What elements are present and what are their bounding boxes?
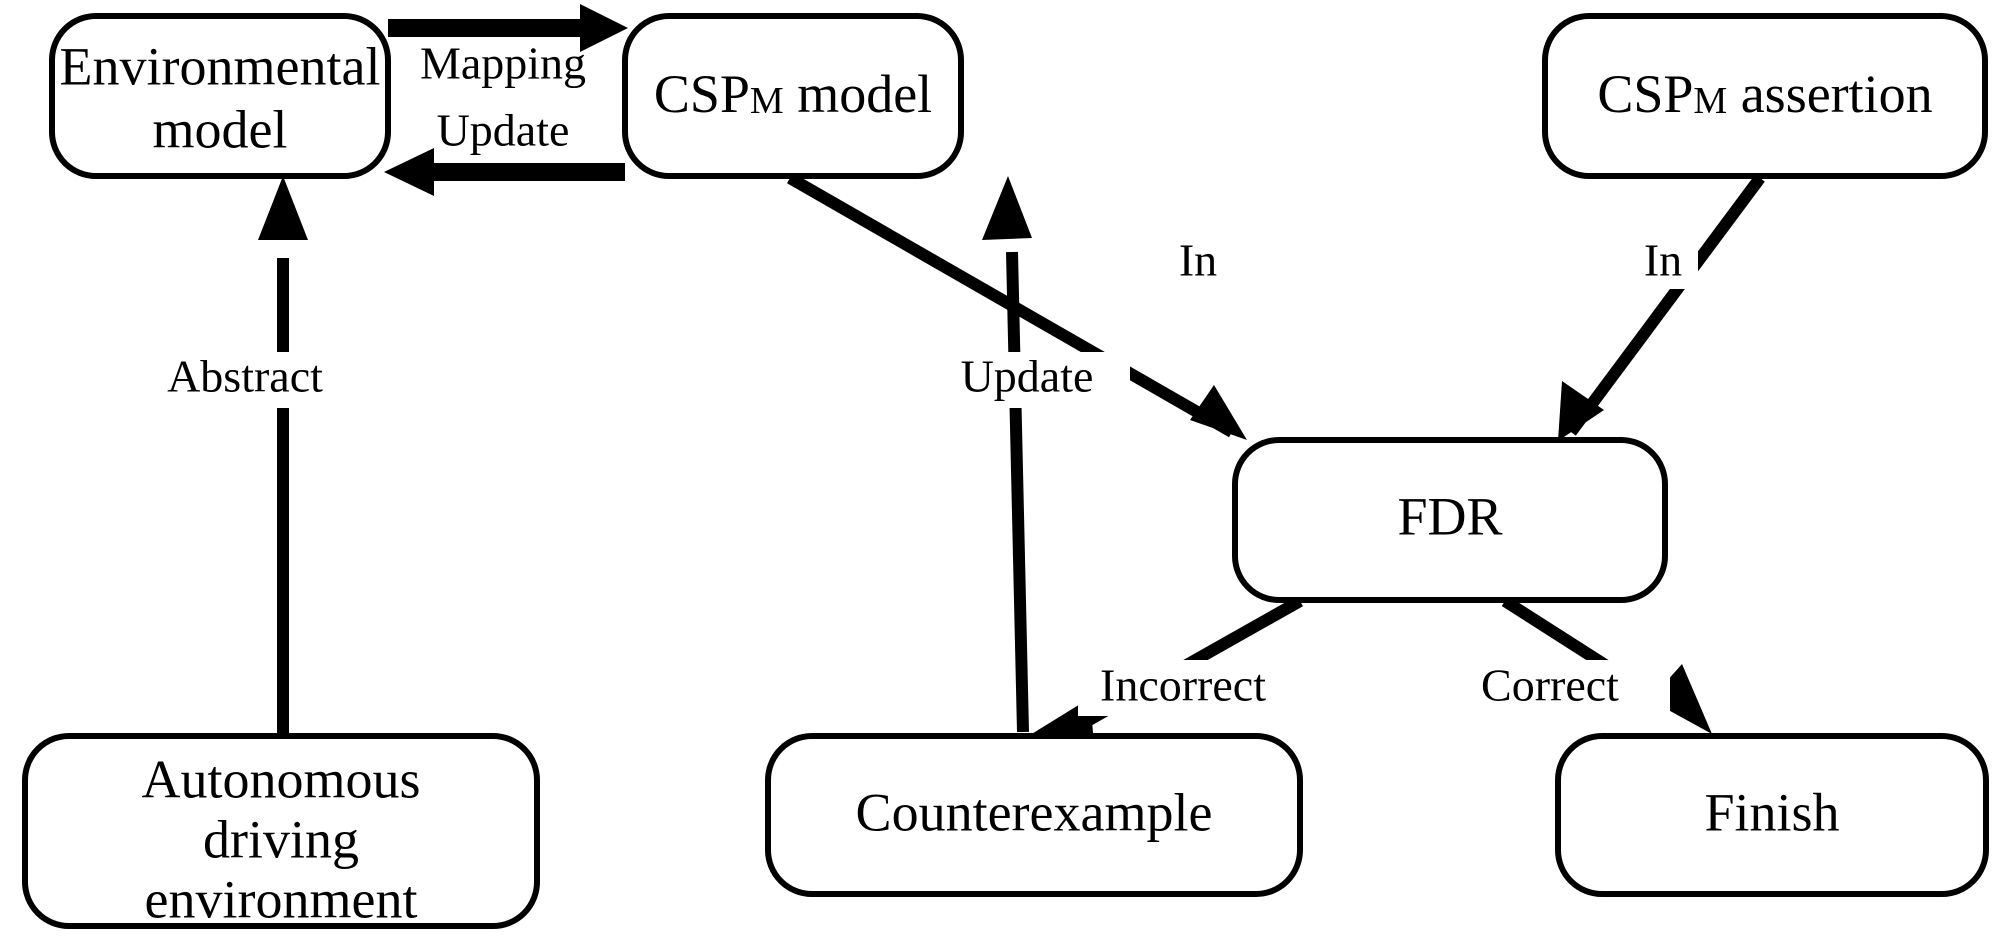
node-cspm-model-label-suffix: model — [784, 64, 932, 124]
node-cspm-assertion-label: CSPM assertion — [1597, 64, 1932, 124]
node-environmental-model-label-line1: Environmental — [60, 36, 381, 96]
node-cspm-assertion-shape[interactable] — [1542, 13, 1988, 179]
edge-update-top: Update — [384, 105, 625, 196]
node-fdr-shape[interactable] — [1232, 437, 1668, 603]
node-environmental-model-shape[interactable] — [49, 13, 391, 179]
node-autonomous-driving-environment-label-line1: Autonomous — [141, 749, 420, 809]
node-counterexample-label: Counterexample — [856, 782, 1213, 842]
node-autonomous-driving-environment[interactable]: Autonomous driving environment — [22, 733, 540, 929]
node-cspm-assertion-label-subscript: M — [1693, 80, 1727, 122]
edge-update-top-arrowhead — [384, 148, 434, 196]
edge-update-counterexample-arrowhead — [982, 176, 1032, 240]
edge-update-top-label: Update — [437, 105, 570, 156]
node-autonomous-driving-environment-shape[interactable] — [22, 733, 540, 929]
node-cspm-model-label: CSPM model — [654, 64, 932, 124]
edge-in-model-label-bg — [1163, 237, 1233, 289]
node-cspm-assertion-label-suffix: assertion — [1727, 64, 1932, 124]
edge-correct-arrowhead — [1650, 664, 1712, 734]
node-cspm-assertion[interactable]: CSPM assertion — [1542, 13, 1988, 179]
node-autonomous-driving-environment-label-line2: driving — [203, 809, 359, 869]
edge-mapping-label: Mapping — [420, 38, 586, 89]
edge-incorrect-label-bg — [1078, 660, 1350, 716]
edge-in-model-label: In — [1179, 235, 1217, 286]
edge-mapping-arrowhead — [580, 4, 628, 52]
node-cspm-model[interactable]: CSPM model — [622, 13, 964, 179]
node-finish-label: Finish — [1704, 782, 1839, 842]
node-environmental-model-label-line2: model — [153, 99, 288, 159]
edge-update-counterexample: Update — [930, 176, 1130, 733]
edge-abstract: Abstract — [148, 176, 343, 733]
edge-in-assertion-arrowhead — [1558, 381, 1604, 441]
edge-in-assertion-line — [1566, 174, 1765, 436]
node-cspm-model-label-subscript: M — [750, 80, 784, 122]
edge-abstract-label: Abstract — [167, 351, 323, 402]
edge-abstract-label-bg — [148, 352, 343, 408]
node-cspm-assertion-label-prefix: CSP — [1597, 64, 1693, 124]
edge-mapping: Mapping — [388, 4, 628, 89]
edge-in-assertion-label-bg — [1628, 237, 1698, 289]
node-finish-shape[interactable] — [1555, 733, 1989, 897]
edge-in-assertion-label: In — [1644, 235, 1682, 286]
node-autonomous-driving-environment-label-line3: environment — [145, 869, 418, 929]
node-counterexample-shape[interactable] — [765, 733, 1303, 897]
node-cspm-model-shape[interactable] — [622, 13, 964, 179]
node-fdr[interactable]: FDR — [1232, 437, 1668, 603]
edge-update-counterexample-label: Update — [961, 351, 1094, 402]
node-environmental-model[interactable]: Environmental model — [49, 13, 391, 179]
edge-in-assertion: In — [1558, 174, 1765, 441]
edge-incorrect-label: Incorrect — [1100, 660, 1266, 711]
edge-incorrect: Incorrect — [1030, 595, 1350, 744]
node-finish[interactable]: Finish — [1555, 733, 1989, 897]
node-counterexample[interactable]: Counterexample — [765, 733, 1303, 897]
edge-abstract-arrowhead — [258, 176, 308, 240]
edge-correct-label-bg — [1440, 660, 1670, 716]
edge-correct: Correct — [1440, 595, 1712, 734]
edge-in-model-arrowhead — [1190, 385, 1247, 440]
node-cspm-model-label-prefix: CSP — [654, 64, 750, 124]
edge-correct-label: Correct — [1481, 660, 1619, 711]
node-fdr-label: FDR — [1397, 486, 1502, 546]
edge-update-counterexample-line — [1006, 251, 1029, 733]
edge-update-counterexample-label-bg — [930, 352, 1130, 408]
